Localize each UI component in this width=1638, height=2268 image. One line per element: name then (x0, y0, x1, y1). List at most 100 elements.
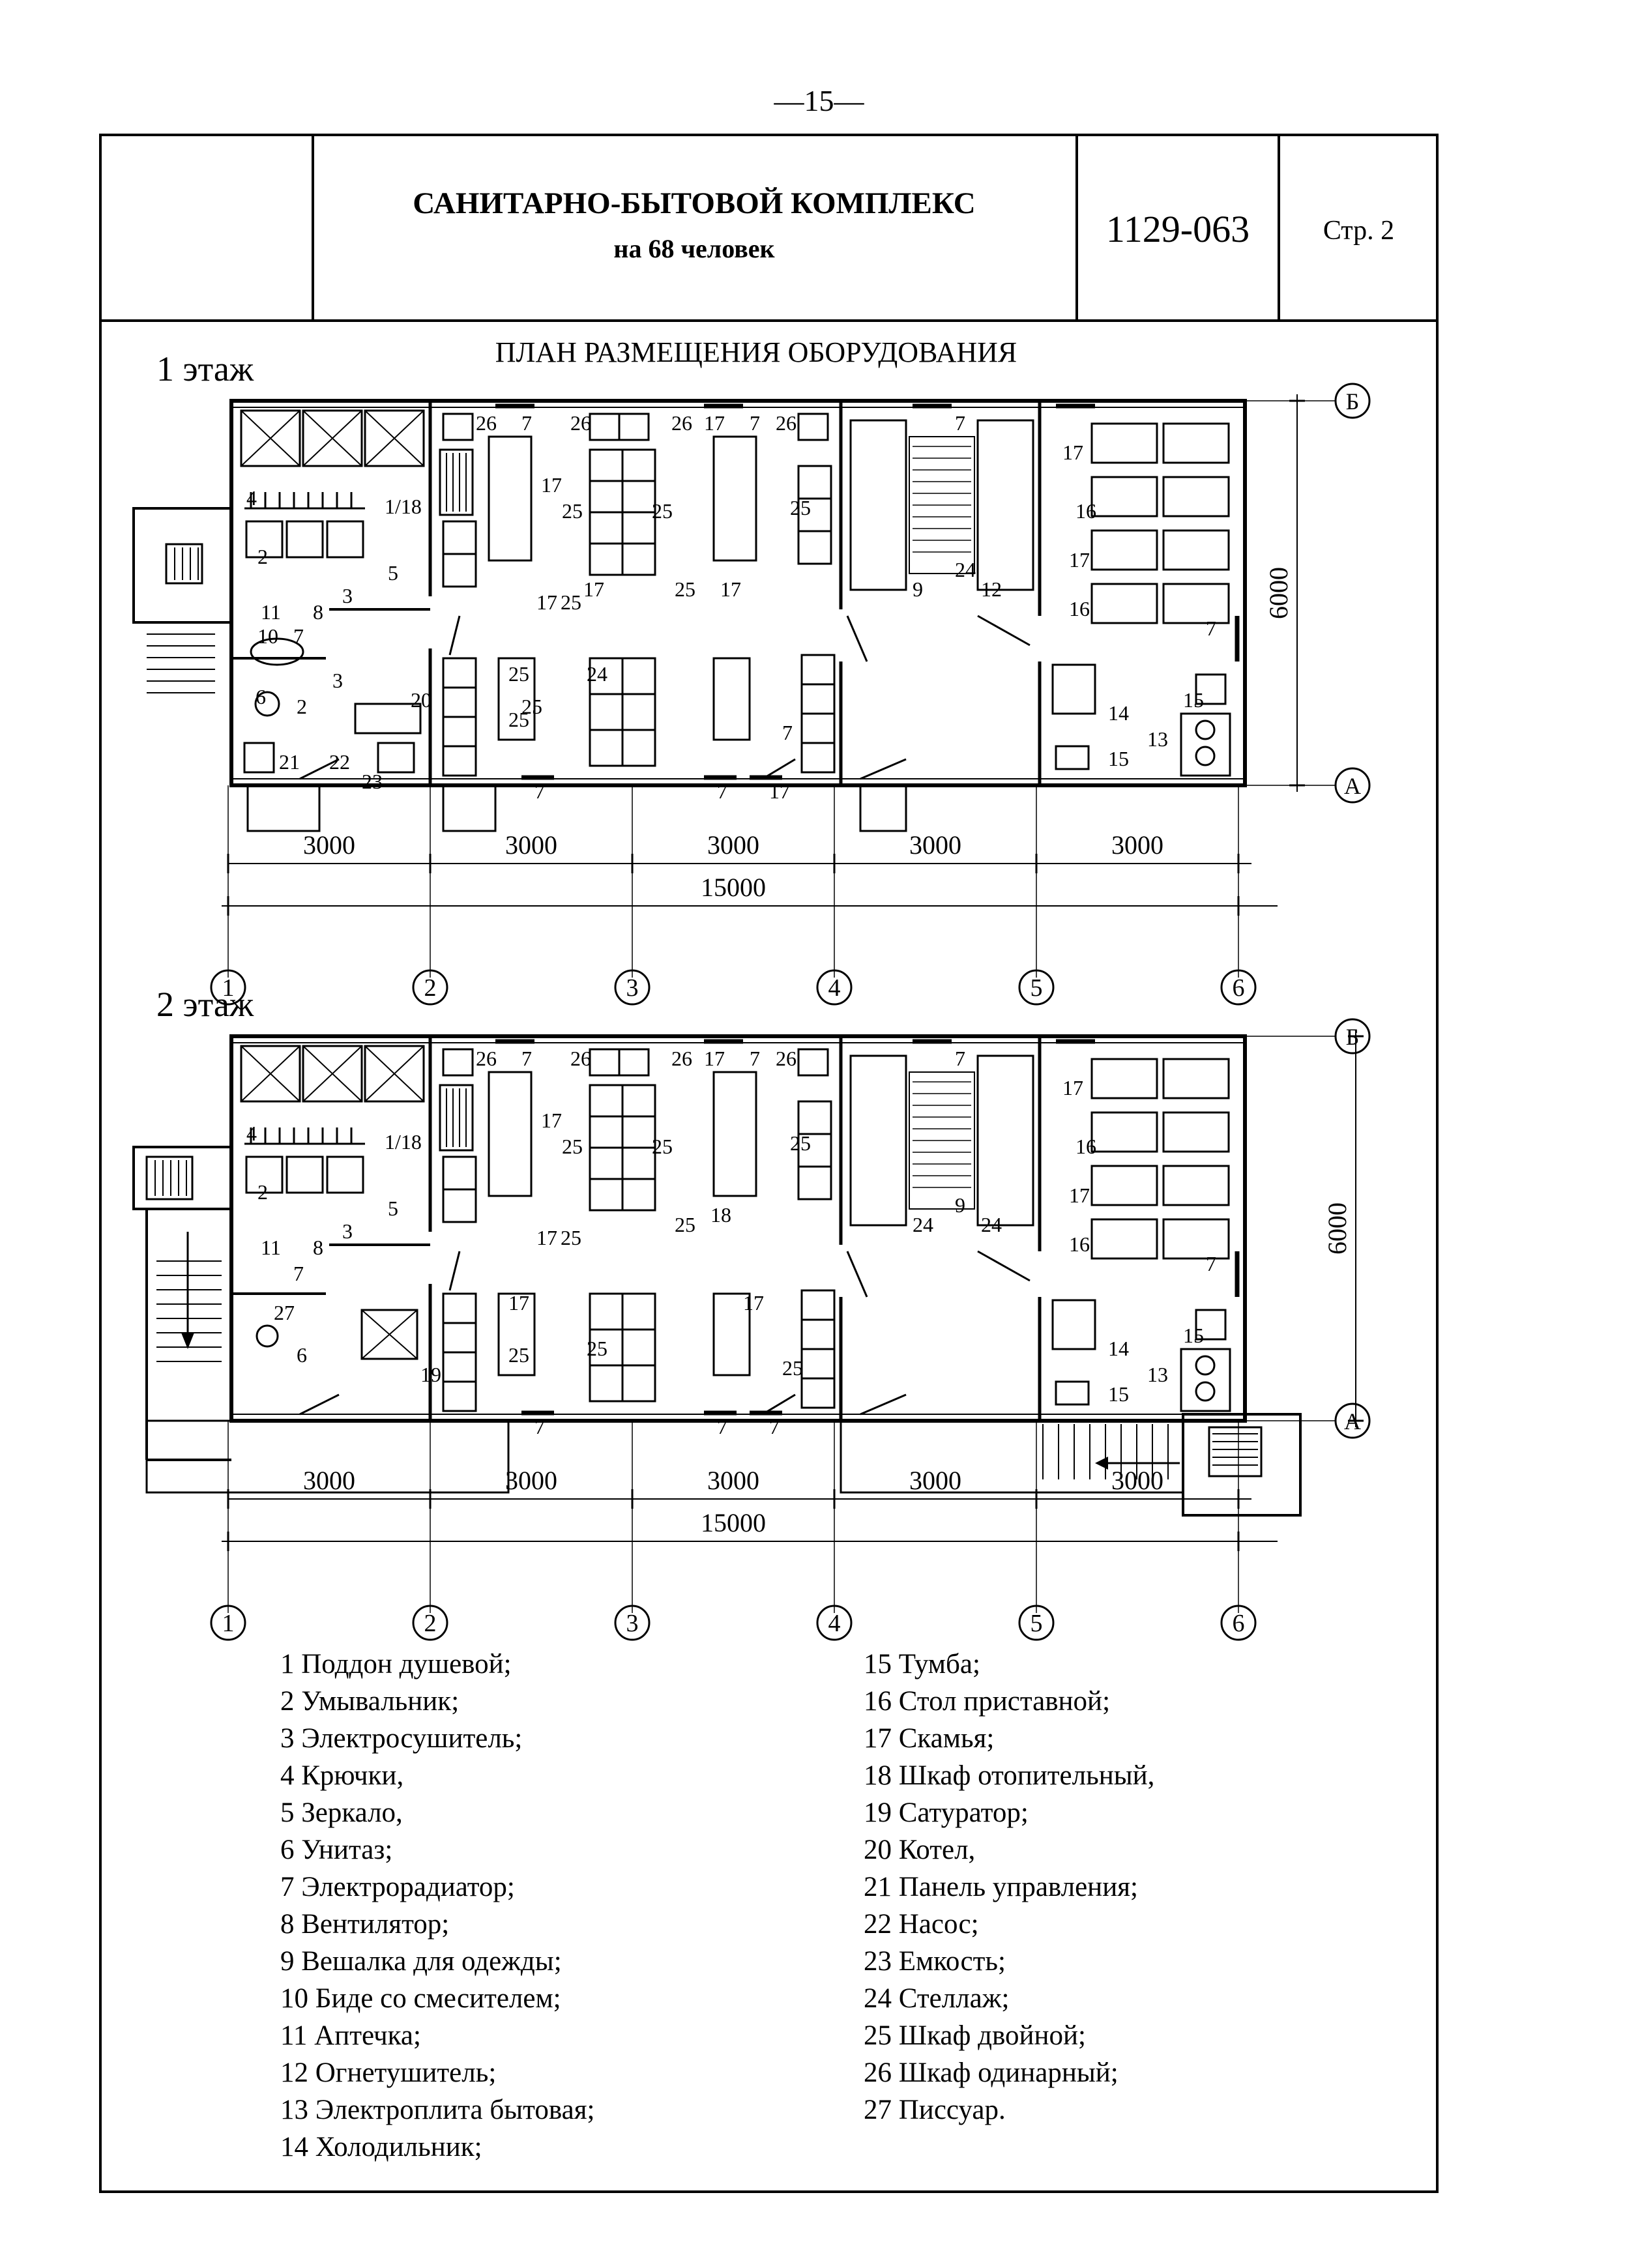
door-swing (448, 1251, 461, 1291)
bench (712, 657, 751, 741)
legend-item-23: 23 Емкость; (864, 1946, 1006, 1977)
electric-stove (1180, 712, 1231, 777)
dimension-value: 3000 (303, 1466, 355, 1495)
item-number-tag: 7 (782, 721, 793, 744)
item-number-tag: 25 (652, 499, 673, 523)
axis-bubble (412, 969, 448, 1006)
item-number-tag: 11 (261, 1236, 281, 1259)
control-panel (243, 742, 275, 774)
item-number-tag: 26 (570, 411, 591, 435)
single-locker (442, 413, 474, 441)
boiler (354, 703, 422, 734)
axis-letter: Б (1346, 1024, 1360, 1050)
item-number-tag: 19 (420, 1363, 441, 1386)
item-number-tag: 7 (955, 1047, 965, 1070)
double-locker (442, 520, 477, 555)
double-locker (589, 511, 624, 545)
shower-tray (302, 1045, 363, 1103)
axis-letter: А (1344, 1408, 1361, 1434)
legend-item-12: 12 Огнетушитель; (280, 2057, 497, 2088)
bench (497, 657, 536, 741)
rack (849, 419, 907, 591)
stove-burner (1195, 1381, 1216, 1402)
shower-tray (240, 409, 301, 467)
item-number-tag: 16 (1069, 1232, 1090, 1256)
legend-item-13: 13 Электроплита бытовая; (280, 2095, 595, 2125)
single-locker (442, 1048, 474, 1077)
bench (712, 435, 757, 562)
double-locker (442, 1380, 477, 1412)
item-number-tag: 16 (1075, 1135, 1096, 1158)
rack (976, 419, 1034, 591)
double-locker (621, 693, 656, 731)
clothes-hanger (909, 1071, 975, 1210)
item-number-tag: 26 (776, 411, 797, 435)
item-number-tag: 15 (1108, 747, 1129, 770)
axis-bubble (816, 1605, 853, 1641)
item-number-tag: 4 (246, 486, 257, 510)
legend-item-10: 10 Биде со смесителем; (280, 1983, 561, 2014)
item-number-tag: 17 (508, 1291, 529, 1315)
item-number-tag: 12 (981, 577, 1002, 601)
nightstand (1055, 745, 1090, 770)
legend-item-5: 5 Зеркало, (280, 1797, 403, 1828)
stove-burner (1195, 1355, 1216, 1376)
side-table (1090, 583, 1158, 624)
item-number-tag: 24 (955, 558, 976, 581)
side-table (1090, 1058, 1158, 1099)
side-table (1090, 1165, 1158, 1206)
double-locker (621, 1146, 656, 1180)
double-locker (800, 712, 836, 744)
legend-right: 15 Тумба; 16 Стол приставной; 17 Скамья;… (864, 1646, 1154, 2129)
item-number-tag: 25 (675, 577, 695, 601)
item-number-tag: 16 (1075, 499, 1096, 523)
double-locker (442, 686, 477, 718)
title-block-divider-2 (1075, 134, 1078, 321)
double-locker (621, 480, 656, 514)
door-swing (860, 1393, 907, 1416)
refrigerator (1051, 1299, 1096, 1350)
washbasin (326, 520, 364, 559)
axis-number: 1 (222, 1610, 235, 1637)
vestibule (246, 784, 321, 832)
axis-bubble (1334, 1403, 1371, 1439)
item-number-tag: 17 (704, 1047, 725, 1070)
axis-bubble (816, 969, 853, 1006)
item-number-tag: 6 (297, 1343, 307, 1367)
axis-bubble (1334, 1018, 1371, 1054)
axis-letter: А (1344, 773, 1361, 799)
item-number-tag: 25 (562, 499, 583, 523)
double-locker (621, 657, 656, 695)
item-number-tag: 26 (671, 1047, 692, 1070)
legend-item-2: 2 Умывальник; (280, 1686, 460, 1717)
dimension-value: 3000 (1111, 1466, 1163, 1495)
item-number-tag: 5 (388, 1197, 398, 1220)
double-locker (621, 1084, 656, 1118)
double-locker (589, 480, 624, 514)
nightstand (1195, 1309, 1227, 1341)
legend-item-1: 1 Поддон душевой; (280, 1649, 512, 1679)
item-number-tag: 7 (1206, 617, 1216, 640)
item-number-tag: 11 (261, 600, 281, 624)
nightstand (1055, 1380, 1090, 1406)
item-number-tag: 17 (743, 1291, 764, 1315)
washbasin (326, 1156, 364, 1194)
item-number-tag: 23 (362, 770, 383, 793)
item-number-tag: 16 (1069, 597, 1090, 620)
item-number-tag: 25 (561, 1226, 581, 1249)
double-locker (442, 1322, 477, 1354)
item-number-tag: 9 (913, 577, 923, 601)
axis-bubble (1334, 767, 1371, 804)
dimension-value: 3000 (303, 830, 355, 860)
door-swing (846, 1251, 868, 1298)
single-locker (589, 1048, 621, 1077)
toilet (256, 1324, 279, 1348)
axis-bubble (1220, 1605, 1257, 1641)
item-number-tag: 25 (508, 662, 529, 686)
side-table (1162, 1218, 1230, 1260)
axis-bubble (1018, 1605, 1055, 1641)
total-dimension-value: 15000 (701, 1508, 766, 1537)
shower-tray (364, 409, 425, 467)
